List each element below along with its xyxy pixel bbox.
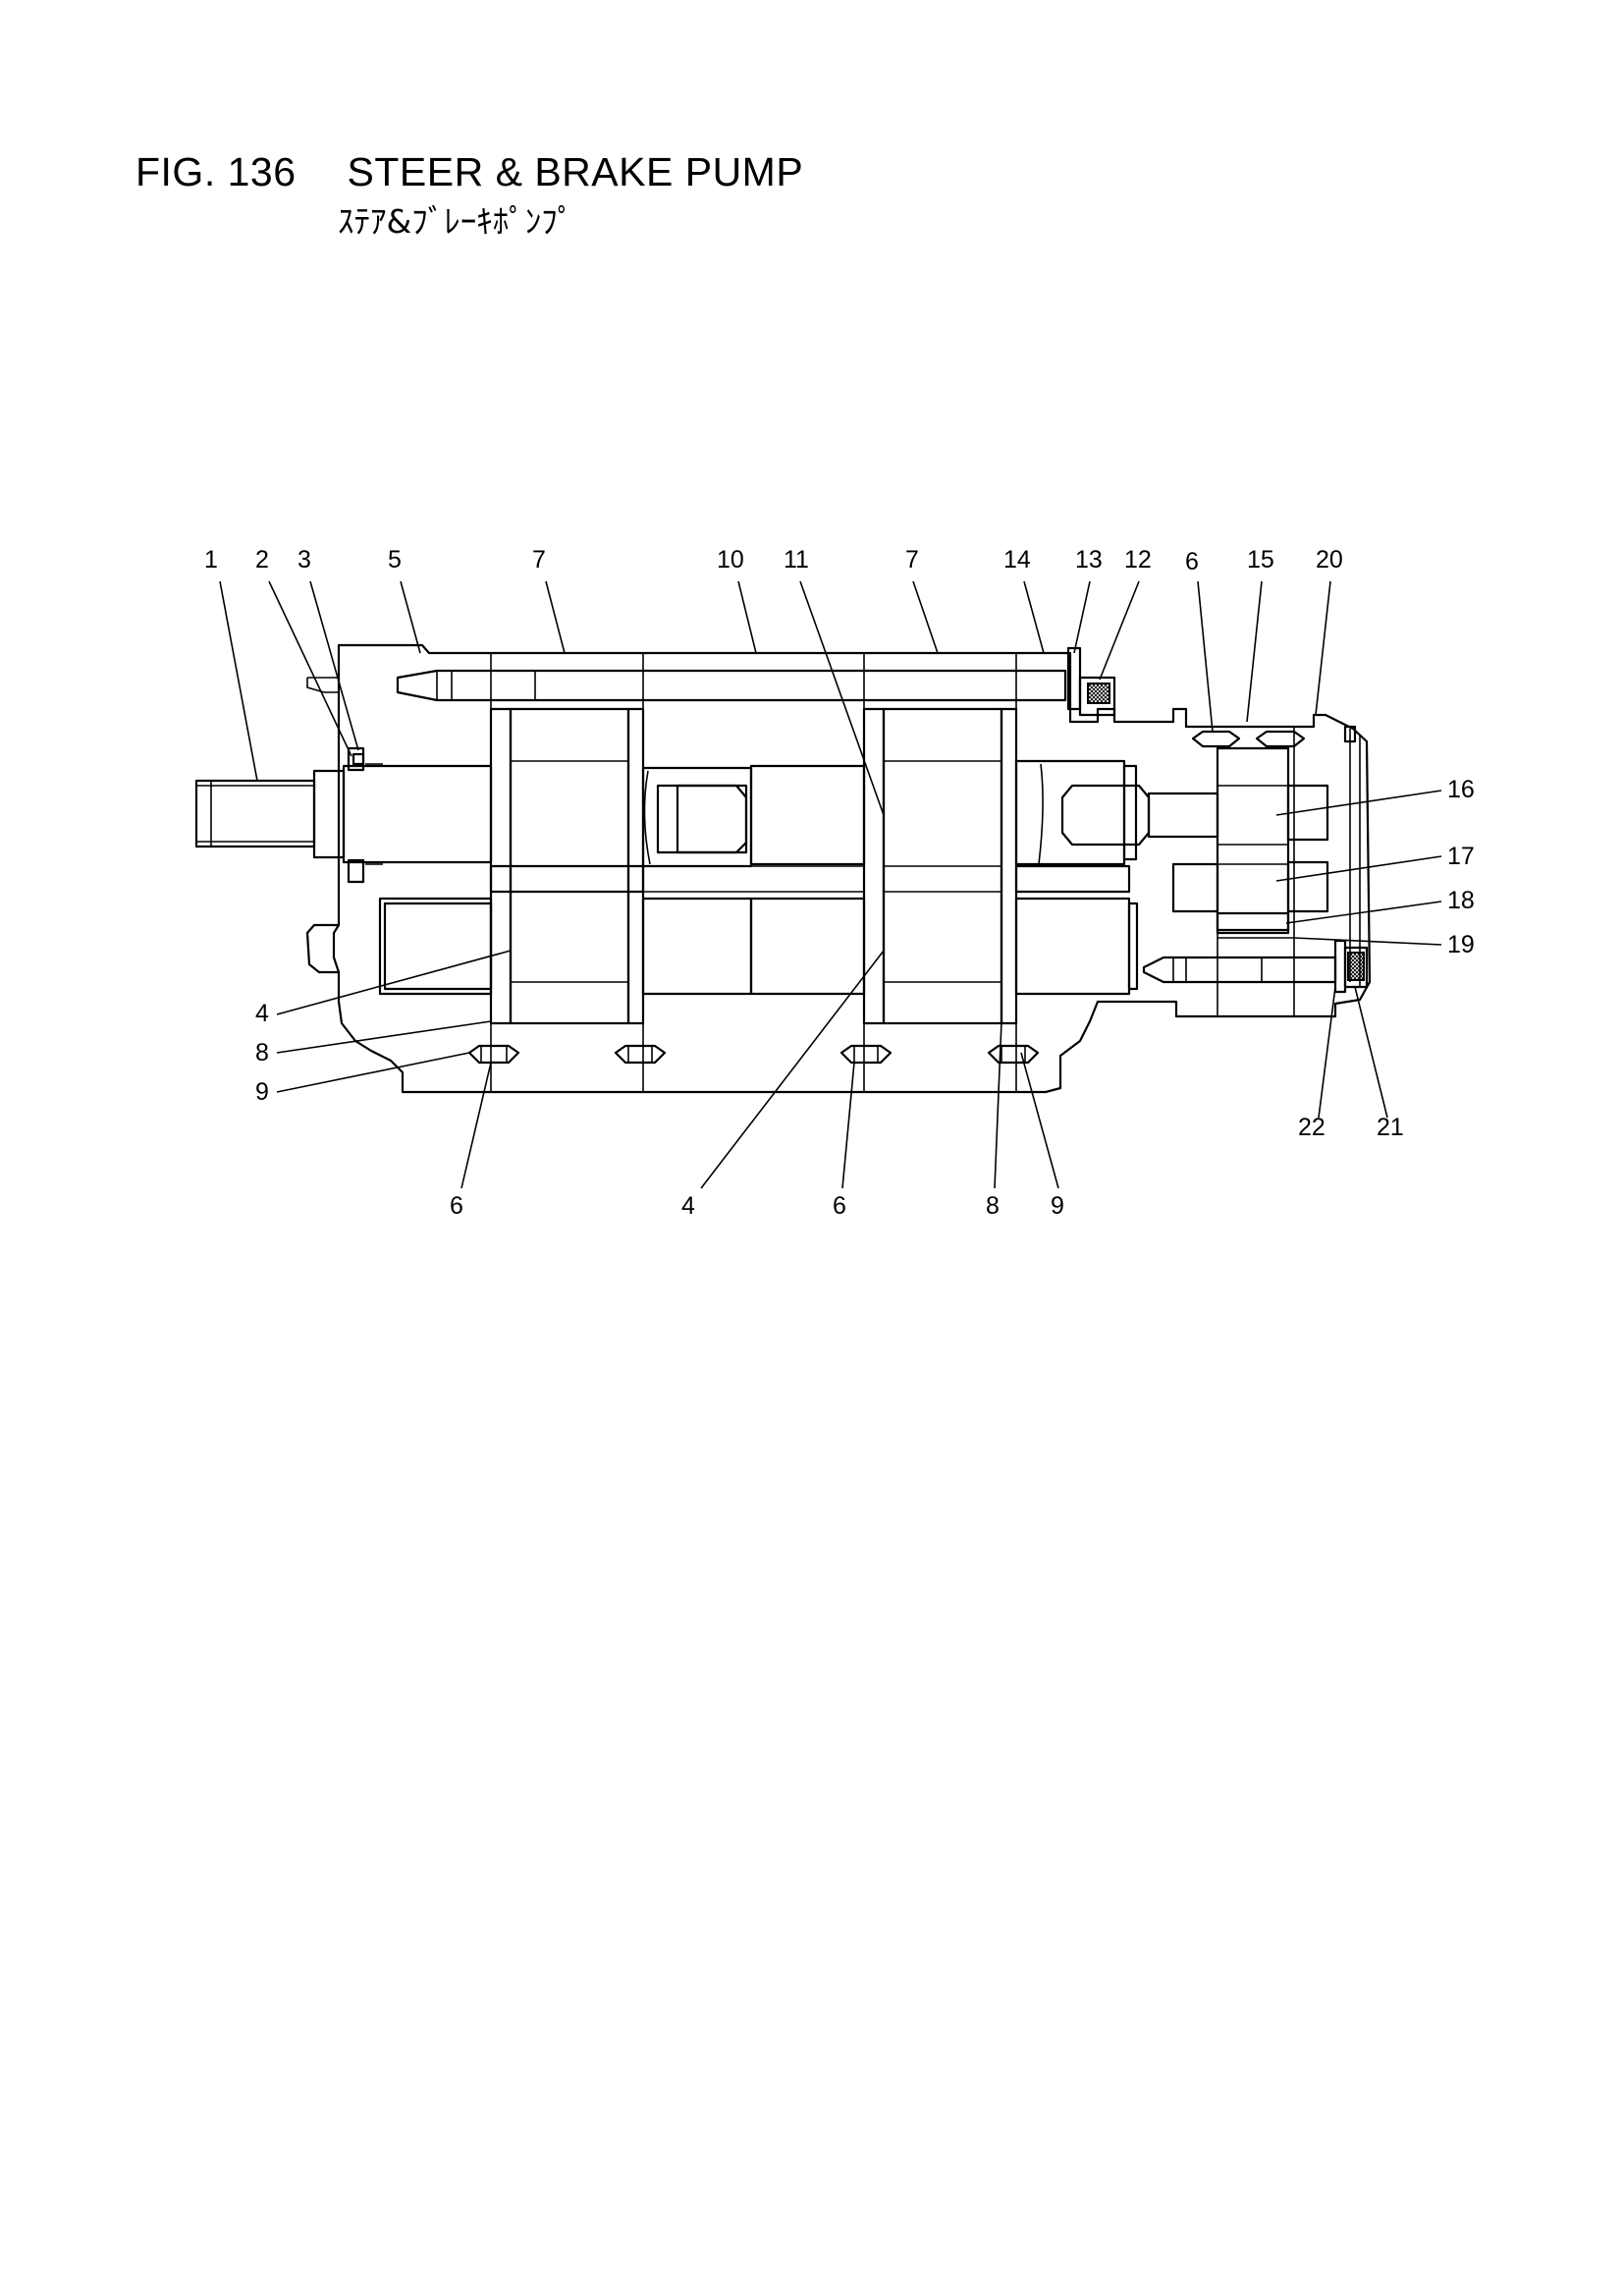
leader-lines: [219, 580, 1442, 1189]
callout-6-bottom-a: 6: [450, 1192, 463, 1220]
callout-9-left: 9: [255, 1078, 269, 1106]
gear-set-rear: [862, 707, 1018, 1025]
callout-11: 11: [784, 546, 809, 574]
callout-12: 12: [1124, 546, 1152, 574]
title-row: FIG. 136 STEER & BRAKE PUMP: [135, 149, 803, 195]
callout-13: 13: [1075, 546, 1103, 574]
callout-20: 20: [1316, 546, 1343, 574]
figure-title: STEER & BRAKE PUMP: [347, 149, 804, 194]
callouts-left: 4 8 9: [255, 1000, 269, 1106]
callout-6-top: 6: [1185, 548, 1199, 575]
dowel-pins: [467, 725, 1357, 1065]
drive-shaft: [194, 759, 1138, 868]
callout-10: 10: [717, 546, 744, 574]
callout-8-left: 8: [255, 1039, 269, 1066]
callouts-right: 16 17 18 19: [1447, 776, 1475, 958]
callout-9-bottom: 9: [1051, 1192, 1064, 1220]
tie-bolt-rear: [1142, 939, 1369, 994]
callout-5: 5: [388, 546, 402, 574]
callouts-top: 1 2 3 5 7 10 11 7 14 13 12 6 15 20: [204, 546, 1343, 575]
callout-6-bottom-b: 6: [833, 1192, 846, 1220]
callouts-bottom-right: 22 21: [1298, 1114, 1404, 1141]
brake-pump-section: [1060, 746, 1329, 939]
figure-number: FIG. 136: [135, 149, 297, 194]
callouts-bottom: 6 4 6 8 9: [450, 1192, 1064, 1220]
callout-16: 16: [1447, 776, 1475, 803]
callout-21: 21: [1377, 1114, 1404, 1141]
callout-17: 17: [1447, 843, 1475, 870]
tie-bolt-top: [396, 646, 1116, 717]
callout-3: 3: [298, 546, 311, 574]
callout-7b: 7: [905, 546, 919, 574]
callout-15: 15: [1247, 546, 1274, 574]
callout-4-bottom: 4: [681, 1192, 695, 1220]
callout-1: 1: [204, 546, 218, 574]
callout-8-bottom: 8: [986, 1192, 1000, 1220]
callout-14: 14: [1003, 546, 1031, 574]
shaft-seal: [347, 746, 383, 884]
figure-subtitle: ｽﾃｱ&ﾌﾞﾚｰｷﾎﾟﾝﾌﾟ: [338, 202, 574, 241]
title-block: FIG. 136 STEER & BRAKE PUMP ｽﾃｱ&ﾌﾞﾚｰｷﾎﾟﾝ…: [135, 149, 803, 243]
callout-7a: 7: [532, 546, 546, 574]
callout-19: 19: [1447, 931, 1475, 958]
callout-18: 18: [1447, 887, 1475, 914]
callout-4-left: 4: [255, 1000, 269, 1027]
callout-22: 22: [1298, 1114, 1325, 1141]
callout-2: 2: [255, 546, 269, 574]
driven-shaft: [378, 864, 1139, 996]
